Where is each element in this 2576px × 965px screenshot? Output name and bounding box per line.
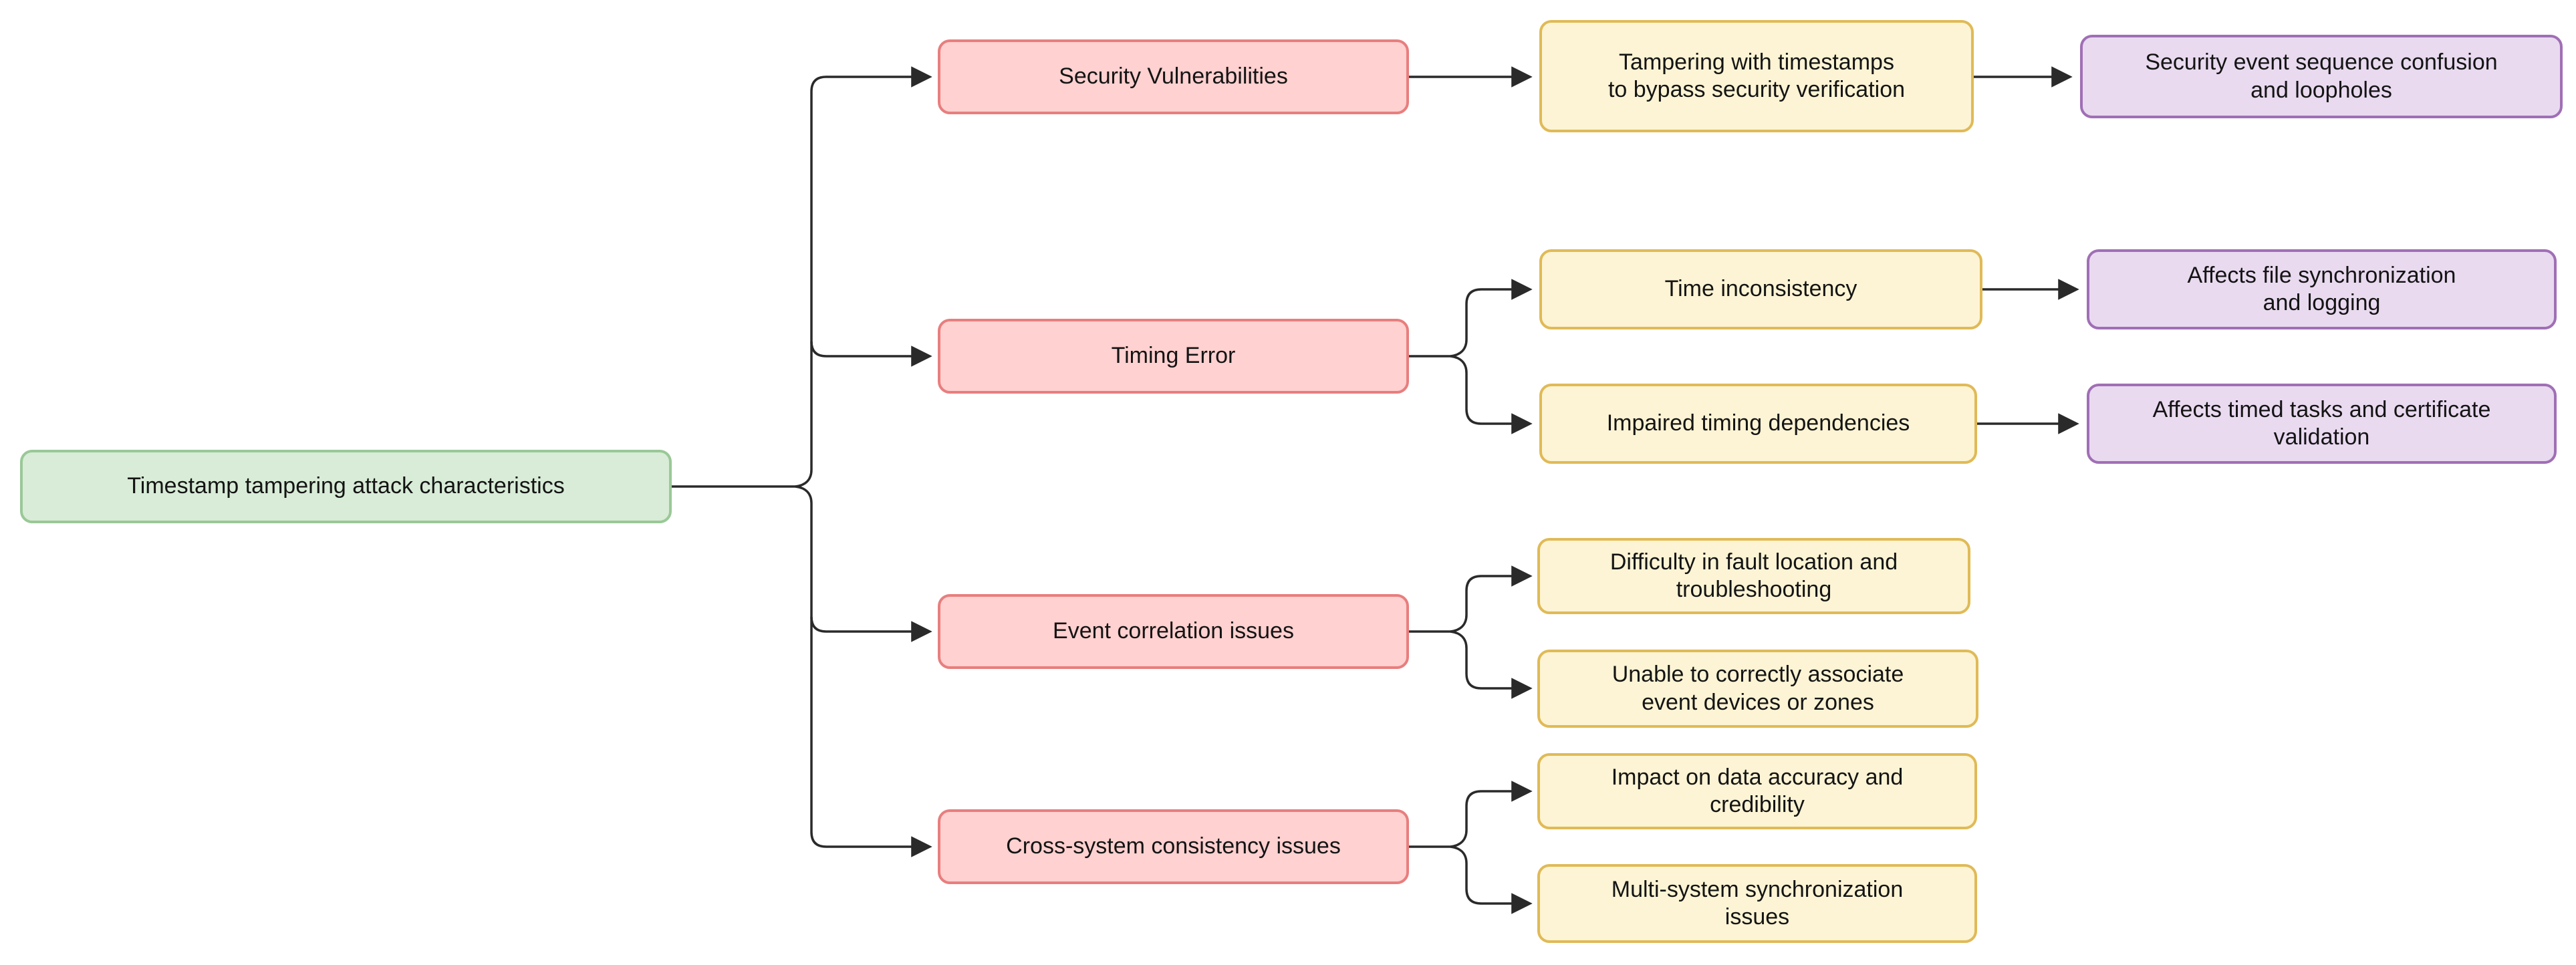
node-multi-system-synchronization: Multi-system synchronization issues	[1537, 864, 1977, 943]
node-tampering-with-timestamps: Tampering with timestamps to bypass secu…	[1539, 20, 1974, 132]
node-label: Security Vulnerabilities	[1059, 63, 1288, 90]
node-label: Event correlation issues	[1053, 618, 1294, 644]
edge-timing-to-time-inconsistency	[1450, 279, 1533, 358]
node-label: Impaired timing dependencies	[1606, 410, 1910, 436]
edge-trunk-to-security-vulnerabilities	[795, 66, 932, 488]
node-cross-system-consistency-issues: Cross-system consistency issues	[938, 809, 1409, 884]
edge-timing-to-impaired-dependencies	[1450, 355, 1533, 434]
edge-cross-to-impact	[1450, 781, 1533, 848]
node-label: Time inconsistency	[1664, 276, 1857, 302]
node-security-vulnerabilities: Security Vulnerabilities	[938, 39, 1409, 114]
node-security-event-sequence-confusion: Security event sequence confusion and lo…	[2080, 35, 2563, 118]
node-label: Timing Error	[1111, 343, 1236, 369]
node-impact-data-accuracy: Impact on data accuracy and credibility	[1537, 753, 1977, 829]
edge-trunk-to-timing-error	[810, 341, 932, 367]
edge-event-to-unable	[1450, 630, 1533, 699]
node-impaired-timing-dependencies: Impaired timing dependencies	[1539, 384, 1977, 464]
node-affects-timed-tasks: Affects timed tasks and certificate vali…	[2087, 384, 2557, 464]
node-label: Difficulty in fault location and trouble…	[1609, 549, 1898, 602]
node-root-label: Timestamp tampering attack characteristi…	[127, 473, 565, 499]
node-label: Affects file synchronization and logging	[2187, 262, 2456, 315]
node-time-inconsistency: Time inconsistency	[1539, 249, 1982, 329]
edge-trunk-to-cross-system	[795, 485, 932, 857]
node-label: Unable to correctly associate event devi…	[1612, 662, 1904, 715]
edge-event-to-difficulty	[1450, 565, 1533, 633]
node-label: Tampering with timestamps to bypass secu…	[1607, 49, 1906, 102]
node-timing-error: Timing Error	[938, 319, 1409, 394]
node-root: Timestamp tampering attack characteristi…	[20, 450, 672, 523]
node-label: Affects timed tasks and certificate vali…	[2152, 396, 2491, 450]
node-label: Security event sequence confusion and lo…	[2145, 49, 2498, 103]
node-affects-file-synchronization: Affects file synchronization and logging	[2087, 249, 2557, 329]
node-unable-to-associate: Unable to correctly associate event devi…	[1537, 650, 1978, 728]
edge-trunk-to-event-correlation	[810, 616, 932, 642]
node-label: Impact on data accuracy and credibility	[1611, 764, 1904, 817]
node-label: Cross-system consistency issues	[1006, 833, 1341, 859]
node-difficulty-fault-location: Difficulty in fault location and trouble…	[1537, 538, 1970, 614]
node-label: Multi-system synchronization issues	[1611, 876, 1904, 930]
edge-cross-to-multi-system	[1450, 845, 1533, 914]
node-event-correlation-issues: Event correlation issues	[938, 594, 1409, 669]
